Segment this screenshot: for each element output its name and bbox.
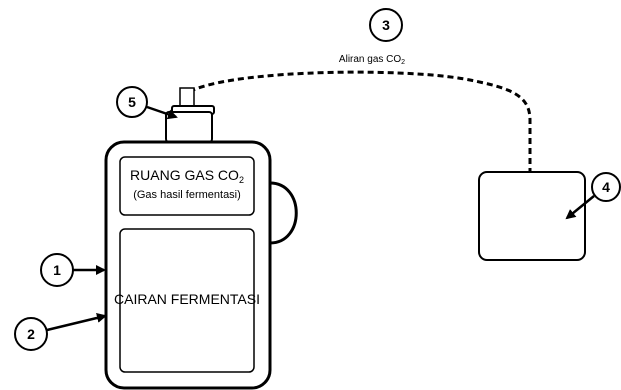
- gas-chamber-title: RUANG GAS CO2: [130, 167, 244, 185]
- callout-5-arrow: [146, 105, 178, 120]
- callout-5-number: 5: [128, 94, 136, 110]
- callout-1-number: 1: [53, 262, 61, 278]
- callout-3-circle: [369, 8, 403, 42]
- gas-chamber-subtitle: (Gas hasil fermentasi): [133, 189, 241, 201]
- callout-4-arrow: [565, 195, 595, 220]
- callout-4-circle: [591, 172, 621, 202]
- flow-label: Aliran gas CO2: [339, 54, 405, 66]
- gas-chamber: [119, 156, 255, 216]
- callout-3-number: 3: [382, 17, 390, 33]
- callout-5-circle: [116, 86, 148, 118]
- callout-4-number: 4: [602, 179, 610, 195]
- callout-2-arrow: [46, 313, 107, 332]
- bottle-handle: [269, 181, 298, 245]
- callout-2-circle: [14, 317, 48, 351]
- callout-2-number: 2: [27, 326, 35, 342]
- receiving-container: [478, 171, 586, 261]
- liquid-chamber: [119, 228, 255, 373]
- liquid-label: CAIRAN FERMENTASI: [114, 291, 260, 307]
